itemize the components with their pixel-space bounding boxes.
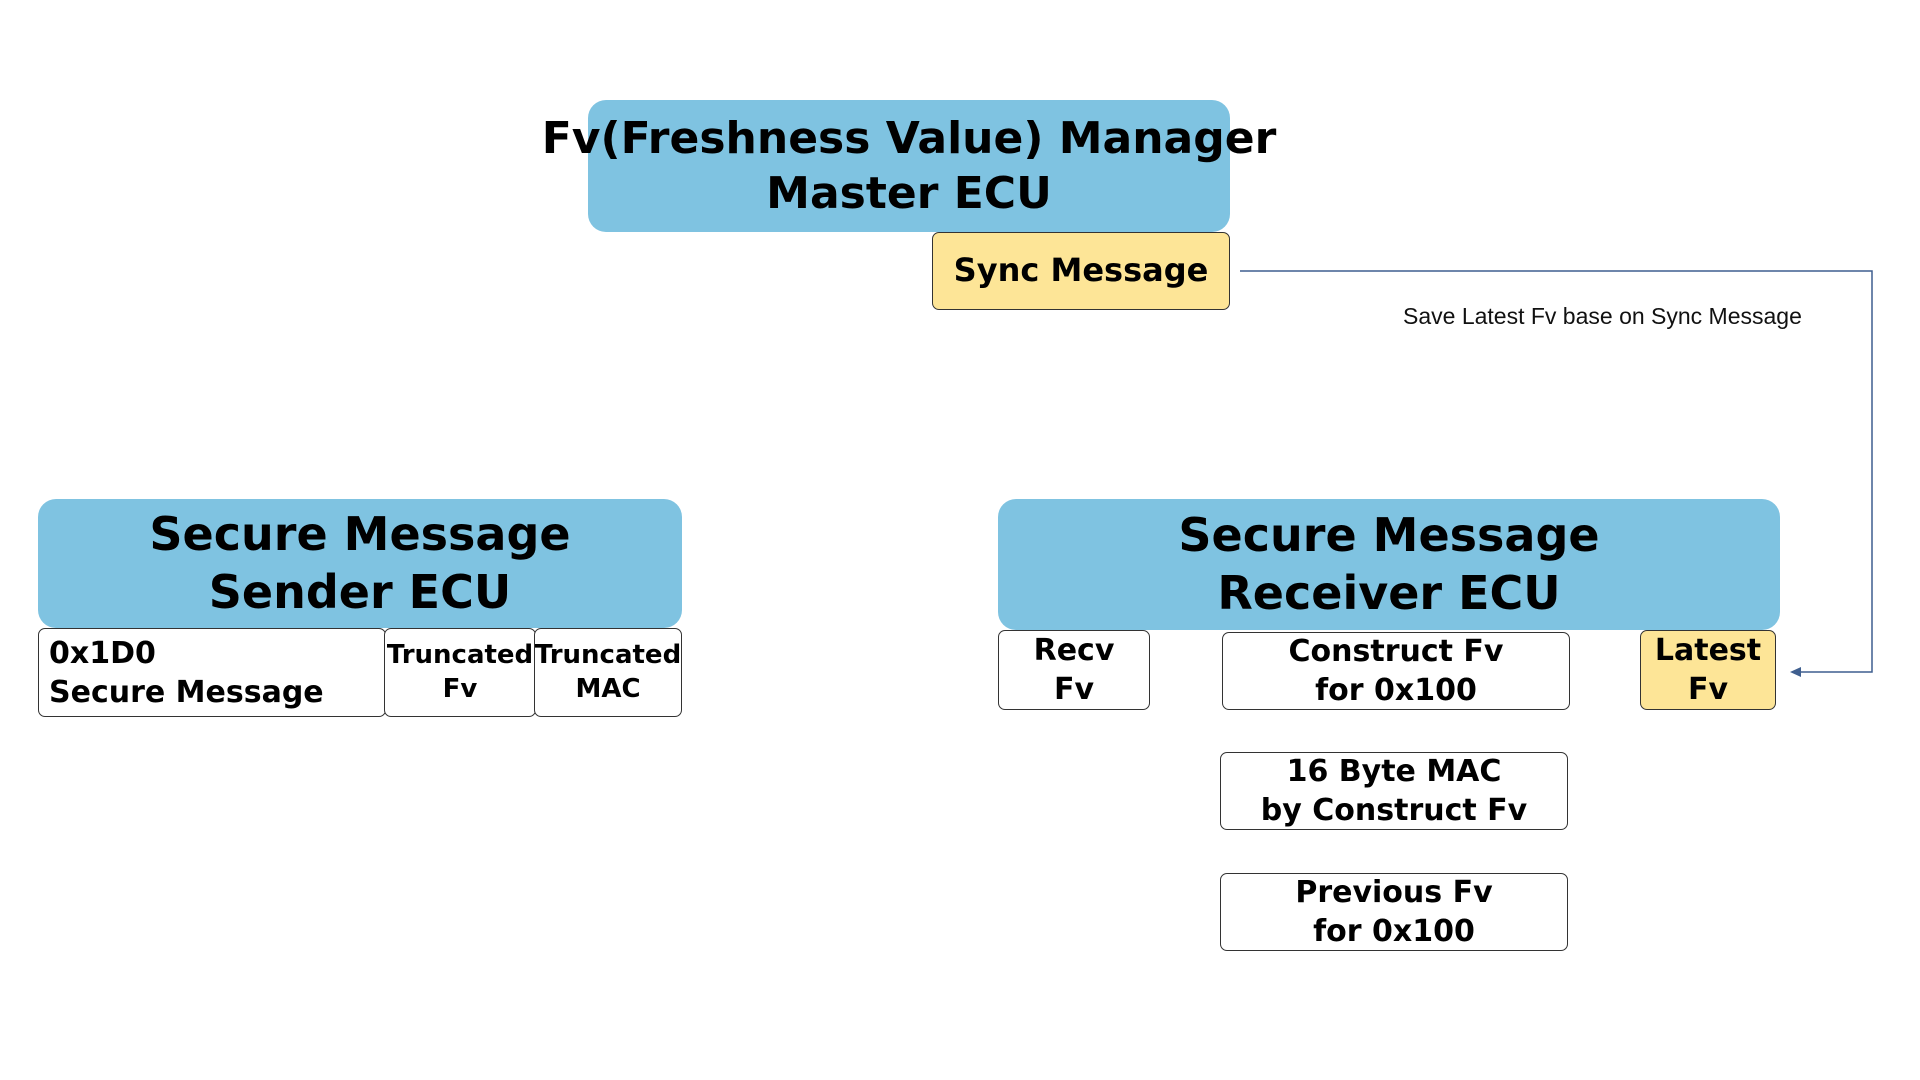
previous-fv-line1: Previous Fv [1295, 875, 1493, 910]
master-ecu-title-line1: Fv(Freshness Value) Manager [541, 113, 1277, 164]
recv-fv-box: Recv Fv [998, 630, 1150, 710]
sender-truncated-fv-line1: Truncated [386, 639, 534, 670]
receiver-ecu-box: Secure Message Receiver ECU [998, 499, 1780, 630]
mac-line2: by Construct Fv [1260, 793, 1528, 828]
sender-message-type: Secure Message [49, 674, 324, 710]
latest-fv-line1: Latest [1654, 633, 1762, 668]
sender-truncated-mac-field: Truncated MAC [534, 628, 682, 717]
sender-ecu-box: Secure Message Sender ECU [38, 499, 682, 628]
master-ecu-title-line2: Master ECU [766, 168, 1052, 219]
previous-fv-box: Previous Fv for 0x100 [1220, 873, 1568, 951]
latest-fv-box: Latest Fv [1640, 630, 1776, 710]
sync-annotation: Save Latest Fv base on Sync Message [1403, 303, 1802, 329]
latest-fv-line2: Fv [1687, 672, 1729, 707]
mac-box: 16 Byte MAC by Construct Fv [1220, 752, 1568, 830]
construct-fv-line2: for 0x100 [1315, 673, 1477, 708]
construct-fv-box: Construct Fv for 0x100 [1222, 632, 1570, 710]
receiver-ecu-title-line2: Receiver ECU [1217, 565, 1561, 620]
sender-message-id-field: 0x1D0 Secure Message [38, 628, 386, 717]
sender-ecu-title-line1: Secure Message [149, 507, 571, 561]
sync-message-label: Sync Message [953, 251, 1209, 290]
sender-truncated-mac-line2: MAC [575, 673, 641, 704]
sender-truncated-fv-line2: Fv [442, 673, 478, 704]
master-ecu-box: Fv(Freshness Value) Manager Master ECU [542, 100, 1276, 232]
construct-fv-line1: Construct Fv [1288, 634, 1504, 669]
sender-ecu-title-line2: Sender ECU [208, 564, 512, 619]
sender-message-id: 0x1D0 [49, 635, 156, 671]
mac-line1: 16 Byte MAC [1286, 754, 1502, 789]
sender-truncated-mac-line1: Truncated [534, 639, 682, 670]
recv-fv-line2: Fv [1053, 672, 1095, 707]
recv-fv-line1: Recv [1033, 633, 1115, 668]
sender-truncated-fv-field: Truncated Fv [384, 628, 536, 717]
receiver-ecu-title-line1: Secure Message [1178, 508, 1600, 562]
previous-fv-line2: for 0x100 [1313, 914, 1475, 949]
sync-message-box: Sync Message [932, 232, 1230, 310]
